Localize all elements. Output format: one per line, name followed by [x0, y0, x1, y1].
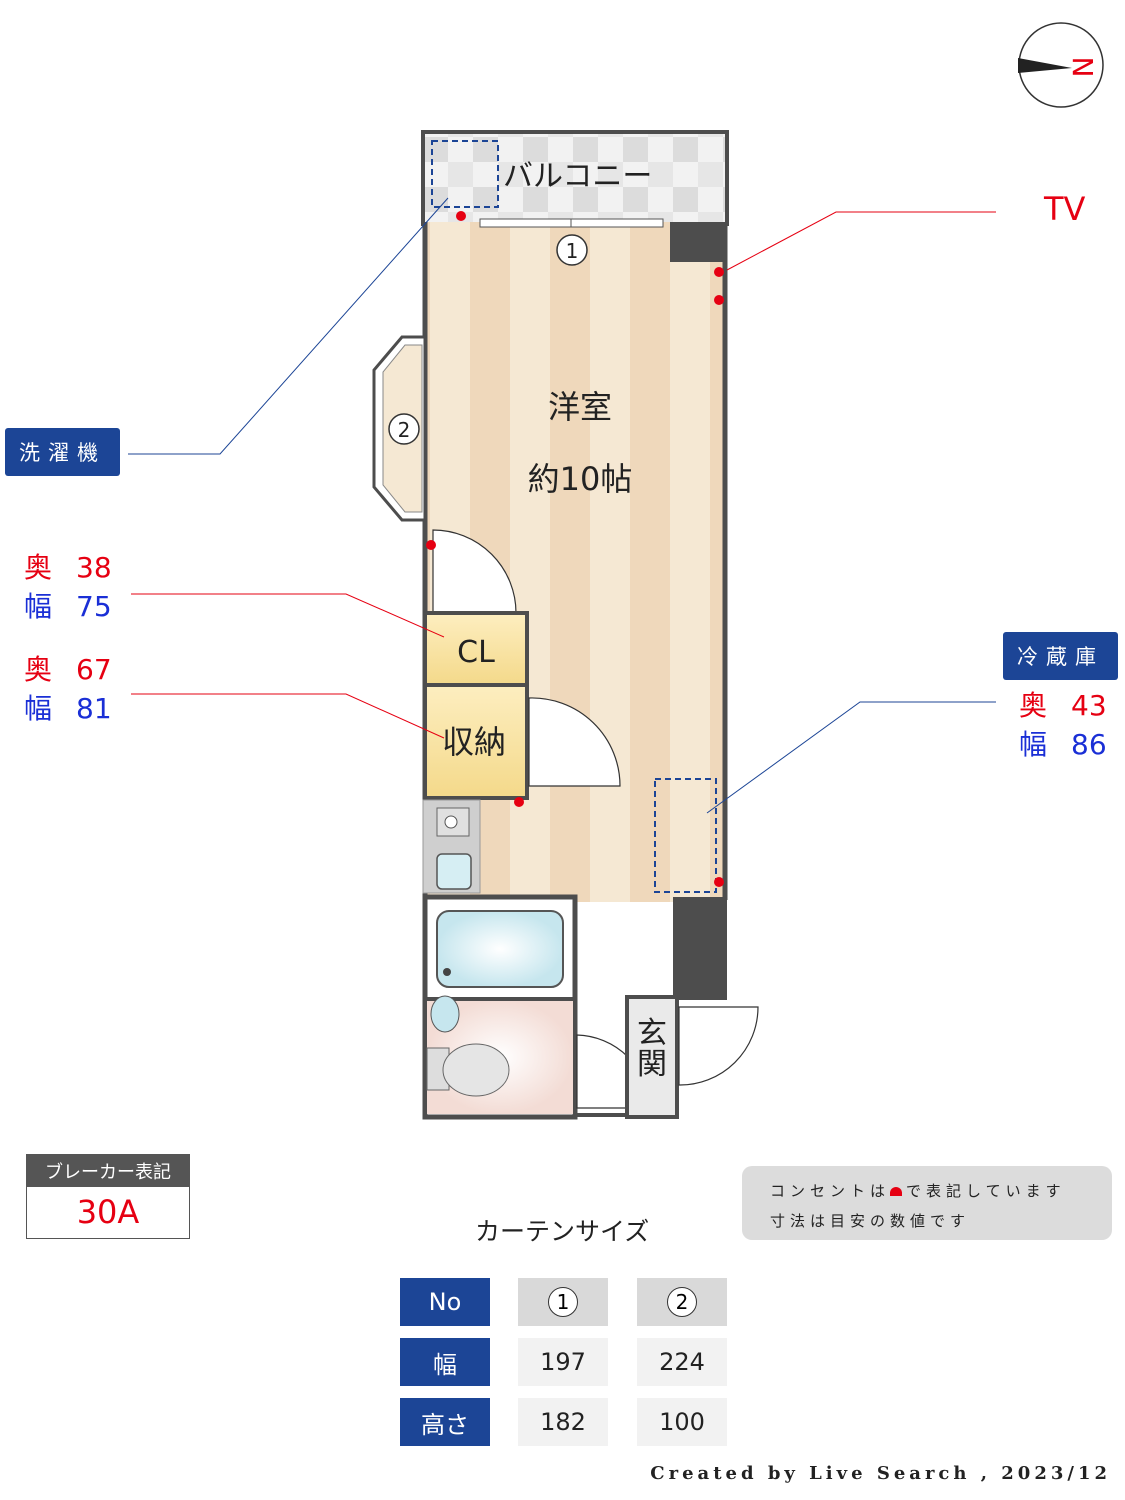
front-door — [678, 1006, 759, 1086]
window-marker-2 — [388, 413, 420, 445]
closet — [423, 611, 529, 687]
compass-icon: N — [1018, 22, 1104, 108]
room-size: 約10帖 — [528, 460, 633, 498]
breaker-value: 30A — [76, 1193, 140, 1231]
compass-north-label: N — [1066, 57, 1099, 78]
outlet-icons — [426, 211, 724, 887]
note-text: で表記しています — [906, 1182, 1066, 1200]
balcony-label: バルコニー — [503, 159, 652, 194]
breaker-box: ブレーカー表記 30A — [26, 1154, 190, 1239]
storage — [423, 683, 529, 800]
svg-text:玄: 玄 — [637, 1016, 667, 1051]
svg-text:CL: CL — [457, 635, 495, 670]
closet-door — [432, 529, 517, 614]
svg-text:1: 1 — [566, 239, 579, 263]
note-box: コンセントはで表記しています 寸法は目安の数値です — [742, 1166, 1112, 1240]
refrigerator-space — [654, 778, 717, 893]
footer-credit: Created by Live Search , 2023/12 — [650, 1463, 1111, 1484]
curtain-title: カーテンサイズ — [475, 1217, 650, 1246]
header-no: No — [400, 1278, 490, 1326]
balcony — [421, 130, 729, 226]
header-width: 幅 — [400, 1338, 490, 1386]
header-height: 高さ — [400, 1398, 490, 1446]
curtain-width-2: 224 — [637, 1338, 727, 1386]
entrance — [625, 995, 679, 1119]
svg-text:収納: 収納 — [442, 723, 506, 761]
room-name: 洋室 — [548, 388, 612, 426]
outlet-icon — [890, 1187, 903, 1196]
sink — [430, 995, 460, 1033]
curtain-no-1: 1 — [518, 1278, 608, 1326]
svg-text:関: 関 — [637, 1047, 667, 1082]
tv-label: TV — [1044, 190, 1086, 228]
curtain-height-1: 182 — [518, 1398, 608, 1446]
breaker-title: ブレーカー表記 — [27, 1155, 189, 1187]
refrigerator-tag: 冷蔵庫 — [1003, 632, 1118, 680]
bathtub — [436, 910, 564, 988]
window-marker-1 — [556, 234, 588, 266]
note-text: 寸法は目安の数値です — [770, 1212, 971, 1230]
curtain-no-2: 2 — [637, 1278, 727, 1326]
washer-space — [431, 140, 499, 208]
curtain-width-1: 197 — [518, 1338, 608, 1386]
toilet — [442, 1043, 510, 1097]
storage-door — [528, 697, 621, 787]
svg-text:2: 2 — [398, 418, 411, 442]
washing-machine-tag: 洗濯機 — [5, 428, 120, 476]
note-text: コンセントは — [770, 1182, 891, 1200]
curtain-height-2: 100 — [637, 1398, 727, 1446]
